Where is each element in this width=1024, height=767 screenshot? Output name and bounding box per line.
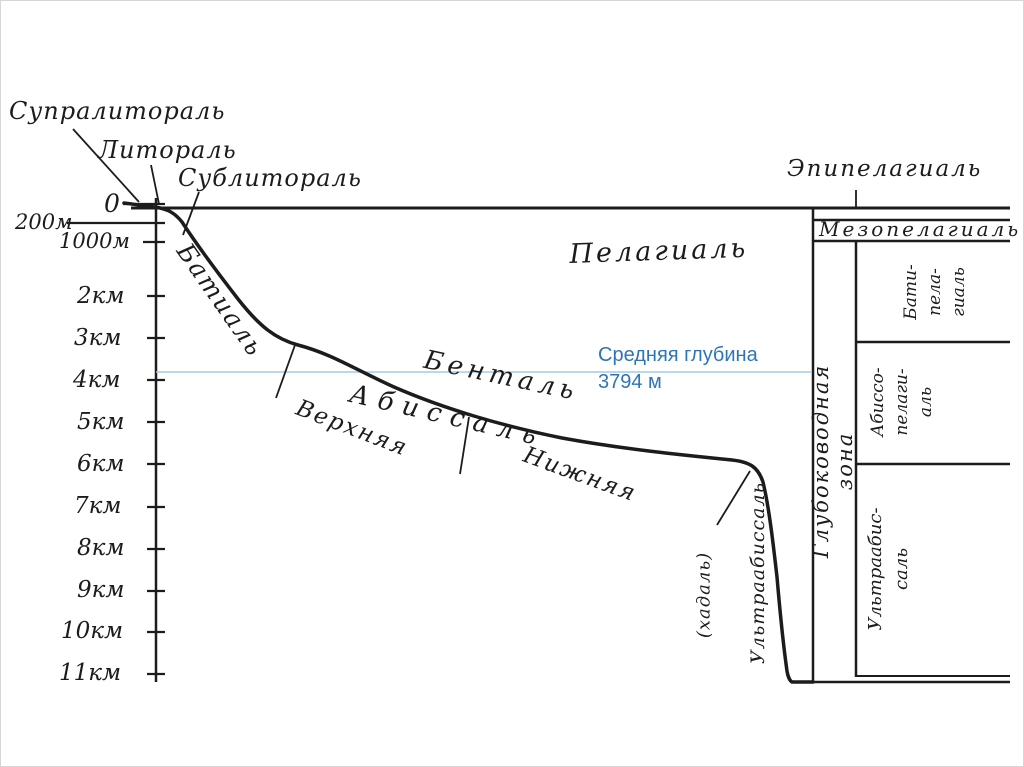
ultraabyssal-pelagial-label: Ультраабис- саль <box>865 507 912 631</box>
mean-depth-annotation-line1: Средняя глубина <box>598 344 758 366</box>
abyssopelagial-label: Абиссо- пелаги- аль <box>868 367 936 437</box>
depth-label-4km: 4км <box>73 367 121 393</box>
bathypelagial-label: Бати- пела- гиаль <box>901 264 969 320</box>
deepwater-zone-label: Глубоководная зона <box>809 363 857 559</box>
depth-label-1000m: 1000м <box>59 229 130 253</box>
depth-label-9km: 9км <box>77 577 125 603</box>
pelagial-label: Пелагиаль <box>568 232 749 270</box>
depth-label-7km: 7км <box>74 493 122 519</box>
mean-depth-annotation-line2: 3794 м <box>598 371 662 393</box>
mesopelagial-label: Мезопелагиаль <box>819 217 1022 241</box>
depth-label-200m: 200м <box>15 210 73 234</box>
supralittoral-leader-line <box>72 128 140 203</box>
depth-label-0: 0 <box>104 189 120 218</box>
depth-label-8km: 8км <box>77 535 125 561</box>
depth-label-2km: 2км <box>77 283 125 309</box>
axis-tick-marks <box>67 202 165 676</box>
hadal-leader-line <box>716 470 751 526</box>
depth-label-10km: 10км <box>61 618 124 644</box>
depth-label-11km: 11км <box>59 660 122 686</box>
littoral-label: Литораль <box>98 136 237 164</box>
hadal-label: (хадаль) <box>693 551 715 639</box>
seafloor-profile-curve <box>122 201 815 684</box>
littoral-leader-line <box>150 164 160 205</box>
depth-label-3km: 3км <box>74 325 122 351</box>
epipelagial-label: Эпипелагиаль <box>787 156 983 182</box>
depth-label-6km: 6км <box>77 451 125 477</box>
depth-label-5km: 5км <box>77 409 125 435</box>
bathyal-abyssal-divider-line <box>275 344 296 399</box>
ultraabyssal-label: Ультраабиссаль <box>747 482 769 664</box>
abyssal-upper-lower-divider-line <box>459 416 470 475</box>
sublittoral-leader-line <box>182 191 200 236</box>
supralittoral-label: Супралитораль <box>9 97 226 125</box>
sublittoral-label: Сублитораль <box>178 164 362 192</box>
mean-depth-annotation: Средняя глубина 3794 м <box>598 342 758 396</box>
